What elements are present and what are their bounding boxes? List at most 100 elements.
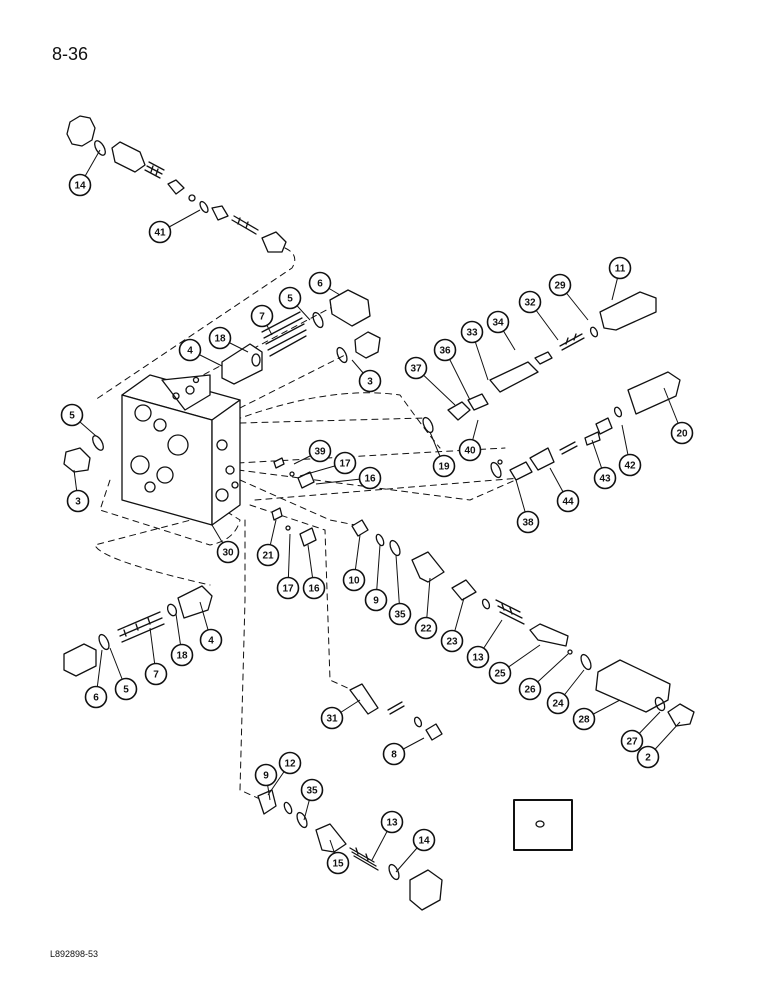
callout-circle xyxy=(518,677,542,701)
callout-circle xyxy=(308,271,332,295)
callout-number: 9 xyxy=(373,596,379,607)
callout-36: 36 xyxy=(433,338,471,401)
callout-circle xyxy=(199,628,223,652)
callout-35: 35 xyxy=(388,554,412,626)
callout-10: 10 xyxy=(342,534,366,592)
callout-number: 4 xyxy=(187,346,193,357)
callout-number: 36 xyxy=(439,346,451,357)
callout-38: 38 xyxy=(515,479,540,534)
callout-number: 18 xyxy=(176,651,188,662)
callout-number: 9 xyxy=(263,771,269,782)
callout-12: 12 xyxy=(267,751,302,796)
callout-number: 3 xyxy=(75,497,81,508)
top-left-relief-assembly xyxy=(66,115,287,253)
callout-number: 42 xyxy=(624,461,636,472)
lower-center-fittings xyxy=(349,683,443,741)
callout-circle xyxy=(144,662,168,686)
callout-circle xyxy=(250,304,274,328)
callout-number: 5 xyxy=(69,411,75,422)
callout-circle xyxy=(518,290,542,314)
callout-26: 26 xyxy=(518,653,569,701)
callout-8: 8 xyxy=(382,737,425,766)
callout-21: 21 xyxy=(256,519,280,567)
callout-22: 22 xyxy=(414,577,438,640)
callout-3: 3 xyxy=(351,359,382,393)
callout-circle xyxy=(178,338,202,362)
callout-circle xyxy=(388,602,412,626)
callout-number: 7 xyxy=(259,312,265,323)
callout-circle xyxy=(342,568,366,592)
callout-circle xyxy=(486,310,510,334)
callout-circle xyxy=(300,778,324,802)
callout-circle xyxy=(608,256,632,280)
middle-right-valve-assembly xyxy=(490,371,681,481)
callout-5: 5 xyxy=(109,647,138,701)
callout-circle xyxy=(380,810,404,834)
callout-circle xyxy=(326,851,350,875)
callout-number: 40 xyxy=(464,446,476,457)
callout-number: 4 xyxy=(208,636,214,647)
callout-7: 7 xyxy=(250,304,274,336)
callout-circle xyxy=(308,439,332,463)
callout-circle xyxy=(68,173,92,197)
callout-37: 37 xyxy=(404,356,456,406)
valve-body xyxy=(121,374,241,526)
callout-number: 7 xyxy=(153,670,159,681)
callout-13: 13 xyxy=(371,810,404,861)
lower-right-valve-chain xyxy=(351,519,695,727)
lower-left-spool-assembly xyxy=(63,585,213,677)
callout-number: 13 xyxy=(386,818,398,829)
callout-circle xyxy=(278,751,302,775)
callout-number: 37 xyxy=(410,364,422,375)
inset-view-icon xyxy=(513,799,573,851)
callout-circle xyxy=(358,369,382,393)
callout-3: 3 xyxy=(66,469,90,513)
callout-16: 16 xyxy=(315,466,382,490)
callout-15: 15 xyxy=(326,839,350,875)
callout-number: 26 xyxy=(524,685,536,696)
callout-40: 40 xyxy=(458,419,482,462)
callout-42: 42 xyxy=(618,424,642,477)
callout-29: 29 xyxy=(548,273,589,321)
callout-number: 10 xyxy=(348,576,360,587)
callout-32: 32 xyxy=(518,290,559,341)
callout-11: 11 xyxy=(608,256,632,301)
callout-number: 15 xyxy=(332,859,344,870)
callout-circle xyxy=(358,466,382,490)
callout-number: 39 xyxy=(314,447,326,458)
callout-number: 28 xyxy=(578,715,590,726)
callout-number: 30 xyxy=(222,548,234,559)
callout-circle xyxy=(216,540,240,564)
left-plug-and-ring xyxy=(63,435,104,473)
callout-23: 23 xyxy=(440,597,465,653)
callout-circle xyxy=(256,543,280,567)
callout-circle xyxy=(254,763,278,787)
callout-circle xyxy=(333,451,357,475)
callout-number: 34 xyxy=(492,318,504,329)
callout-circle xyxy=(84,685,108,709)
callout-number: 6 xyxy=(93,693,99,704)
callout-number: 23 xyxy=(446,637,458,648)
callout-5: 5 xyxy=(60,403,97,437)
callout-14: 14 xyxy=(395,828,436,873)
callout-circle xyxy=(170,643,194,667)
callout-circle xyxy=(208,326,232,350)
callout-number: 16 xyxy=(308,584,320,595)
callout-circle xyxy=(382,742,406,766)
figure-code: L892898-53 xyxy=(50,949,99,959)
callout-circle xyxy=(620,729,644,753)
bottom-valve-chain xyxy=(257,789,443,911)
callout-9: 9 xyxy=(364,544,388,612)
callout-number: 14 xyxy=(418,836,430,847)
callout-number: 20 xyxy=(676,429,688,440)
callout-number: 2 xyxy=(645,753,651,764)
callout-4: 4 xyxy=(199,601,223,652)
callout-24: 24 xyxy=(546,669,585,715)
callout-13: 13 xyxy=(466,619,503,669)
callout-number: 14 xyxy=(74,181,86,192)
page-number: 8-36 xyxy=(52,44,89,64)
callout-30: 30 xyxy=(211,524,240,564)
callout-circle xyxy=(618,453,642,477)
callout-16: 16 xyxy=(302,544,326,600)
callout-number: 33 xyxy=(466,328,478,339)
